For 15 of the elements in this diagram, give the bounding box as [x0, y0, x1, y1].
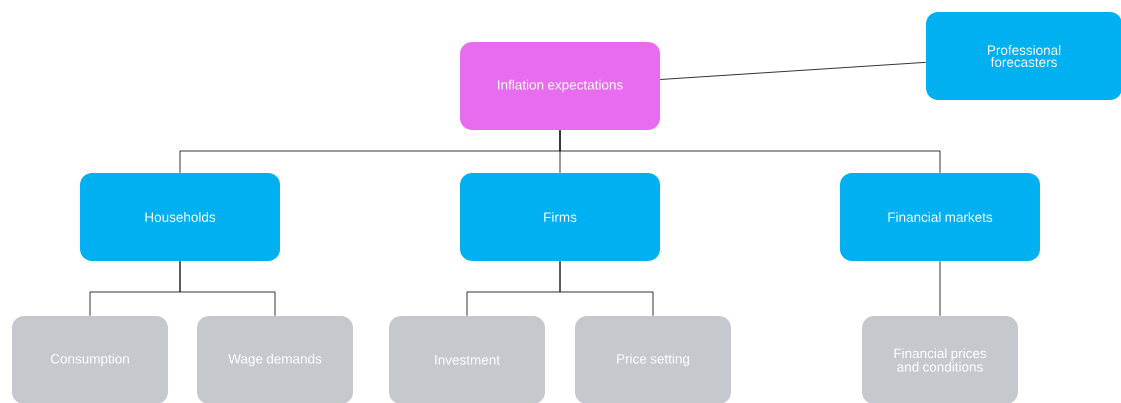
process-box: Firms — [460, 173, 660, 261]
process-box: Consumption — [12, 316, 168, 403]
connector-line — [559, 260, 654, 317]
connector-line — [559, 129, 941, 174]
process-box: Financial prices and conditions — [862, 316, 1018, 403]
process-box: Households — [80, 173, 280, 261]
process-box: Price setting — [575, 316, 731, 403]
connector-line — [179, 260, 276, 317]
process-box: Inflation expectations — [460, 42, 660, 130]
process-box: Investment — [389, 316, 545, 403]
process-box: Professional forecasters — [926, 12, 1121, 100]
process-box: Wage demands — [197, 316, 353, 403]
process-box: Financial markets — [840, 173, 1040, 261]
connector-line — [939, 260, 941, 317]
connector-line — [659, 61, 927, 80]
